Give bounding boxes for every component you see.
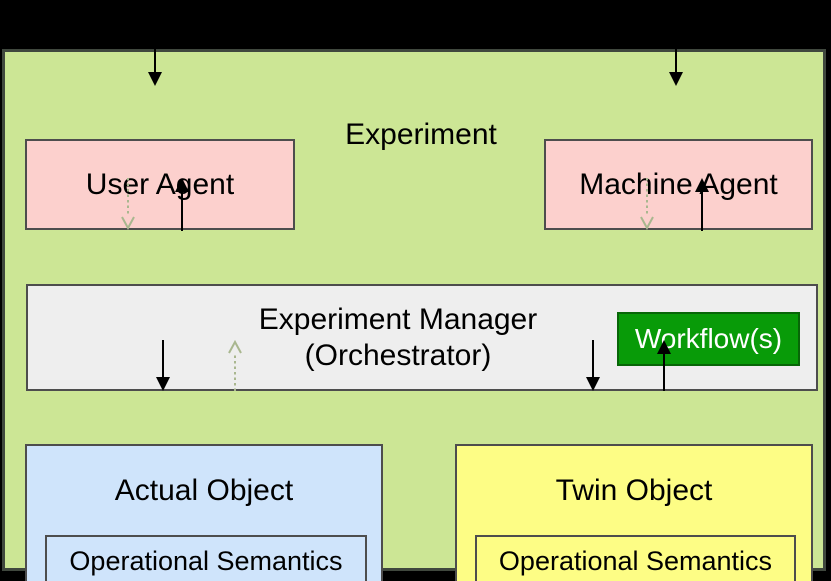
node-experiment-manager: Experiment Manager (Orchestrator) Workfl…: [26, 284, 818, 391]
node-workflow: Workflow(s): [617, 312, 800, 366]
node-machine-agent: Machine Agent: [544, 139, 813, 230]
experiment-container: Experiment User Agent Machine Agent Expe…: [2, 49, 826, 581]
node-user-agent: User Agent: [25, 139, 295, 230]
experiment-manager-label: Experiment Manager (Orchestrator): [28, 302, 816, 374]
twin-object-label: Twin Object: [555, 474, 713, 507]
node-twin-object: Twin Object Operational Semantics: [455, 444, 813, 581]
node-twin-operational-semantics: Operational Semantics: [475, 535, 796, 581]
machine-agent-label: Machine Agent: [579, 167, 778, 201]
actual-object-label: Actual Object: [114, 474, 294, 507]
actual-operational-semantics-label: Operational Semantics: [69, 545, 343, 576]
experiment-manager-label-line2: (Orchestrator): [304, 338, 492, 372]
workflow-label: Workflow(s): [634, 323, 783, 354]
node-actual-operational-semantics: Operational Semantics: [45, 535, 367, 581]
experiment-manager-label-line1: Experiment Manager: [258, 302, 538, 336]
node-actual-object: Actual Object Operational Semantics: [25, 444, 383, 581]
experiment-title: Experiment: [345, 118, 497, 151]
user-agent-label: User Agent: [85, 167, 235, 201]
twin-operational-semantics-label: Operational Semantics: [498, 545, 773, 576]
